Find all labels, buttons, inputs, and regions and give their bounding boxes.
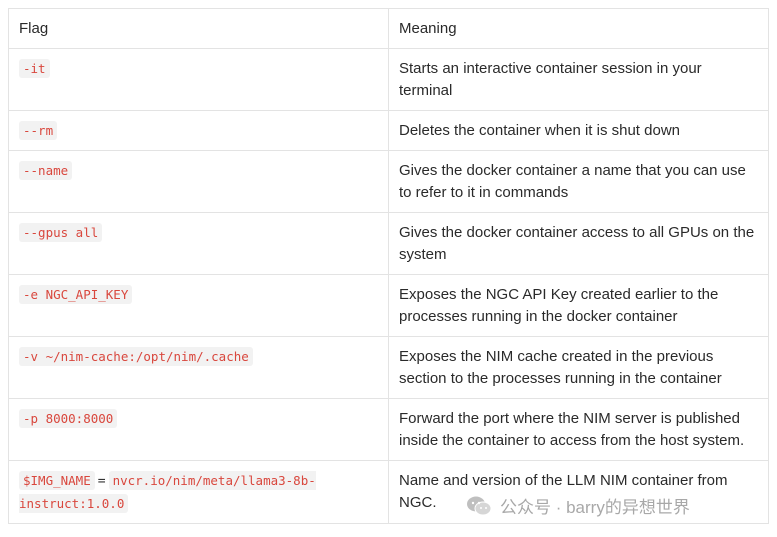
equals-sign: = (97, 474, 106, 489)
flag-code: -e NGC_API_KEY (19, 285, 133, 304)
meaning-cell: Deletes the container when it is shut do… (388, 110, 769, 151)
header-flag: Flag (8, 8, 389, 49)
meaning-cell: Exposes the NIM cache created in the pre… (388, 336, 769, 399)
meaning-cell: Name and version of the LLM NIM containe… (388, 460, 769, 524)
flag-code: -it (19, 59, 50, 78)
table-row: --rm Deletes the container when it is sh… (8, 110, 769, 151)
flag-cell: --rm (8, 110, 389, 151)
flag-cell: --gpus all (8, 212, 389, 275)
flag-cell: $IMG_NAME=nvcr.io/nim/meta/llama3-8b-ins… (8, 460, 389, 524)
table-row: -it Starts an interactive container sess… (8, 48, 769, 111)
flag-code: -p 8000:8000 (19, 409, 118, 428)
flag-cell: --name (8, 150, 389, 213)
wechat-icon (467, 496, 492, 515)
flag-code: --gpus all (19, 223, 103, 242)
flag-code: --name (19, 161, 73, 180)
table-row: -p 8000:8000 Forward the port where the … (8, 398, 769, 461)
header-meaning: Meaning (388, 8, 769, 49)
meaning-cell: Starts an interactive container session … (388, 48, 769, 111)
table-row: --name Gives the docker container a name… (8, 150, 769, 213)
meaning-cell: Exposes the NGC API Key created earlier … (388, 274, 769, 337)
table-row: --gpus all Gives the docker container ac… (8, 212, 769, 275)
meaning-cell: Gives the docker container a name that y… (388, 150, 769, 213)
table-header-row: Flag Meaning (8, 8, 769, 49)
meaning-cell: Forward the port where the NIM server is… (388, 398, 769, 461)
flag-cell: -v ~/nim-cache:/opt/nim/.cache (8, 336, 389, 399)
table-row: -e NGC_API_KEY Exposes the NGC API Key c… (8, 274, 769, 337)
flag-code: --rm (19, 121, 58, 140)
meaning-cell: Gives the docker container access to all… (388, 212, 769, 275)
flag-code-var: $IMG_NAME (19, 471, 95, 490)
flags-table: Flag Meaning -it Starts an interactive c… (8, 8, 769, 524)
flag-cell: -it (8, 48, 389, 111)
watermark: 公众号 · barry的异想世界 (466, 493, 690, 518)
watermark-text: 公众号 · barry的异想世界 (500, 498, 690, 517)
table-row: -v ~/nim-cache:/opt/nim/.cache Exposes t… (8, 336, 769, 399)
flag-cell: -p 8000:8000 (8, 398, 389, 461)
flag-cell: -e NGC_API_KEY (8, 274, 389, 337)
flag-code: -v ~/nim-cache:/opt/nim/.cache (19, 347, 253, 366)
table-row: $IMG_NAME=nvcr.io/nim/meta/llama3-8b-ins… (8, 460, 769, 524)
